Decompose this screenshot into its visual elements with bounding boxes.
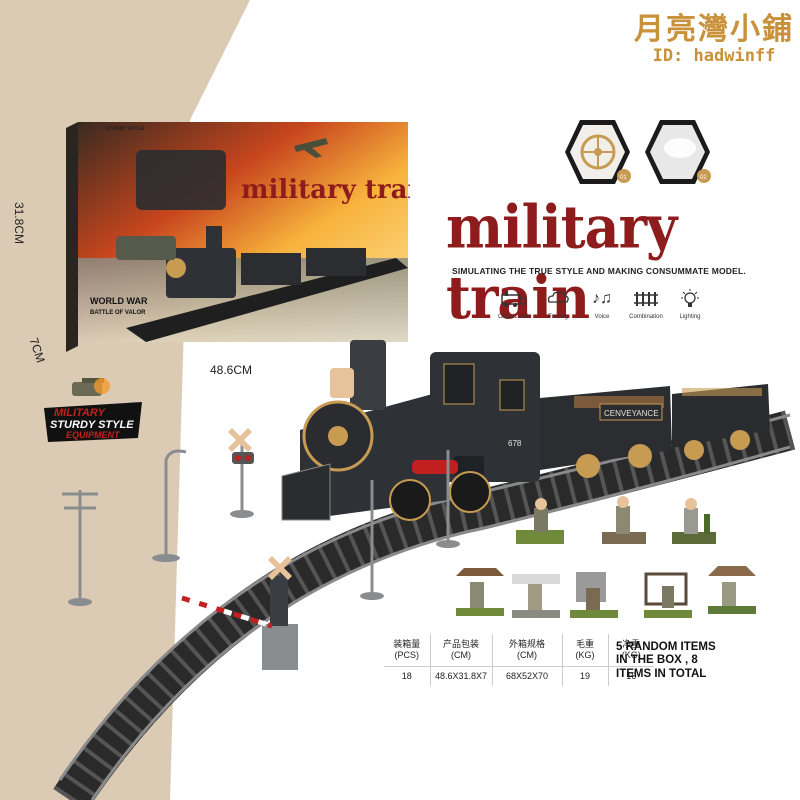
note-line: ITEMS IN TOTAL [616, 667, 707, 680]
engine-number: 678 [508, 439, 522, 448]
figure-set-3 [672, 498, 716, 544]
feature-list: Classic look Fuming ♪♫ Voice Combination… [496, 288, 708, 320]
train-icon [496, 288, 532, 310]
spec-table: 装箱量(PCS) 产品包装(CM) 外箱规格(CM) 毛重(KG) 净重(KG)… [384, 634, 654, 686]
product-title: military train [446, 191, 677, 333]
feature-lighting: Lighting [672, 288, 708, 320]
feature-voice: ♪♫ Voice [584, 288, 620, 320]
spec-value-cell: 18 [384, 665, 430, 686]
svg-text:military train: military train [241, 175, 410, 205]
svg-text:01: 01 [620, 175, 627, 181]
crossing-gate [181, 556, 298, 670]
figure-set-1 [516, 498, 564, 544]
sturdy-style-badge: MILITARY STURDY STYLE EQUIPMENT [44, 378, 142, 442]
note-line: 5 RANDOM ITEMS [616, 641, 716, 653]
spec-header-cell: 产品包装(CM) [429, 634, 492, 666]
train-scene: CENVEYANCE 678 [53, 340, 796, 800]
shop-name: 月亮灣小鋪 [634, 12, 794, 47]
figure-set-8 [708, 566, 756, 614]
feature-combination: Combination [628, 288, 664, 320]
spec-header-cell: 毛重(KG) [561, 634, 608, 666]
svg-text:BATTLE OF VALOR: BATTLE OF VALOR [90, 310, 146, 316]
product-subtitle: SIMULATING THE TRUE STYLE AND MAKING CON… [452, 266, 746, 276]
feature-label: Classic look [497, 314, 530, 320]
music-note-icon: ♪♫ [592, 290, 612, 307]
figure-set-7 [644, 572, 692, 618]
feature-label: Combination [629, 314, 663, 320]
feature-classic-look: Classic look [496, 288, 532, 320]
spec-value-cell: 68X52X70 [491, 665, 562, 686]
svg-text:WORLD WAR: WORLD WAR [90, 296, 148, 306]
track-icon [628, 288, 664, 310]
box-height-label: 31.8CM [12, 202, 26, 245]
spec-value-cell: 48.6X31.8X7 [429, 665, 492, 686]
mode-hex-icons: 01 02 [565, 120, 711, 184]
svg-text:STURDY STYLE: STURDY STYLE [106, 126, 145, 132]
spec-value-row: 18 48.6X31.8X7 68X52X70 19 16 [384, 665, 654, 686]
product-box-image: military train WORLD WAR BATTLE OF VALOR… [66, 122, 410, 352]
spec-value-cell: 19 [561, 665, 608, 686]
small-signal-1 [360, 480, 384, 600]
spec-header-cell: 装箱量(PCS) [393, 638, 421, 660]
badge-line3: EQUIPMENT [66, 430, 121, 440]
figure-set-6 [570, 572, 618, 618]
feature-label: Lighting [679, 314, 701, 320]
hex-icon-smoke: 02 [645, 120, 711, 184]
figure-set-4 [456, 568, 504, 616]
small-signal-2 [436, 450, 460, 548]
svg-text:02: 02 [700, 175, 707, 181]
spec-header-cell: 外箱规格(CM) [491, 634, 562, 666]
smoke-icon [540, 288, 576, 310]
feature-label: Voice [594, 314, 610, 320]
signal-post [228, 428, 254, 518]
note-line: IN THE BOX , 8 [616, 654, 698, 667]
figure-set-5 [512, 574, 560, 618]
locomotive: 678 [281, 340, 540, 521]
street-lamp [152, 449, 187, 562]
tender-car: CENVEYANCE [540, 386, 672, 478]
spec-value-cell: 16 [607, 665, 654, 686]
badge-line1: MILITARY [54, 407, 107, 419]
figure-set-2 [602, 496, 646, 544]
rear-wagon [672, 384, 770, 460]
spec-header-row: 装箱量(PCS) 产品包装(CM) 外箱规格(CM) 毛重(KG) 净重(KG) [384, 634, 654, 666]
feature-label: Fuming [547, 314, 568, 320]
box-width-label: 48.6CM [210, 363, 253, 377]
shop-watermark: 月亮灣小鋪 ID: hadwinff [634, 4, 794, 66]
badge-line2: STURDY STYLE [50, 419, 134, 431]
feature-fuming: Fuming [540, 288, 576, 320]
spec-header-cell: 净重(KG) [607, 634, 654, 666]
shop-id: ID: hadwinff [652, 46, 776, 66]
tender-label: CENVEYANCE [604, 409, 659, 418]
random-items-note: 5 RANDOM ITEMS IN THE BOX , 8 ITEMS IN T… [616, 641, 716, 681]
telegraph-pole [62, 490, 98, 606]
hex-icon-wheel: 01 [565, 120, 631, 184]
bulb-icon [672, 288, 708, 310]
